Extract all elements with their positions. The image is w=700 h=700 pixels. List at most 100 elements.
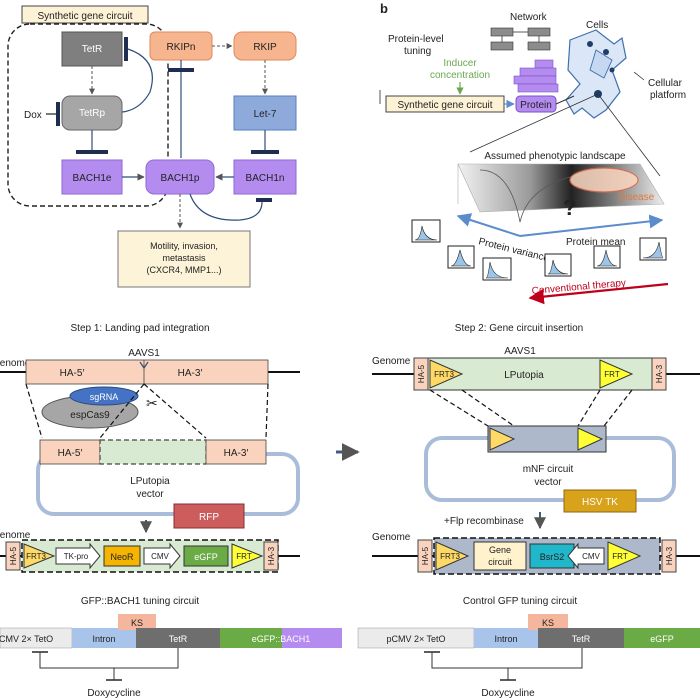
step1-vector-ha5-label: HA-5′	[58, 448, 83, 459]
circuit-boundary	[7, 23, 169, 207]
dox-repressor-bar	[56, 102, 60, 126]
step2-construct-ha5-label: HA-5	[421, 546, 430, 565]
question-mark: ?	[563, 195, 576, 220]
cellular-platform-line-2: platform	[650, 90, 686, 101]
node-tetrp-label: TetRp	[79, 108, 106, 119]
landscape-title: Assumed phenotypic landscape	[484, 151, 626, 162]
node-rkipn-label: RKIPn	[167, 42, 196, 53]
step2-construct-frt	[607, 541, 642, 571]
tuning-left-tetr-label: TetR	[169, 634, 188, 644]
disease-label: Disease	[618, 192, 655, 203]
step2-frt-label: FRT	[604, 370, 620, 379]
sgrna-label: sgRNA	[90, 392, 119, 402]
distribution-inset-2	[447, 245, 475, 269]
distribution-inset-4	[544, 253, 572, 277]
synthetic-circuit-label: Synthetic gene circuit	[397, 100, 492, 111]
let7-repressor-bar	[251, 150, 279, 154]
cas9-label: espCas9	[70, 410, 110, 421]
zoom-line-left	[469, 93, 599, 153]
tuning-left-title: GFP::BACH1 tuning circuit	[81, 596, 200, 607]
protein-stack-icon	[513, 59, 559, 93]
step2-ha3-label: HA-3	[655, 364, 664, 383]
step1-dash-2	[99, 383, 145, 439]
hsvtk-marker	[563, 489, 637, 513]
network-label: Network	[510, 12, 548, 23]
outcome-line-1: Motility, invasion,	[150, 241, 218, 251]
step2-title: Step 2: Gene circuit insertion	[455, 323, 583, 334]
node-bach1n	[233, 159, 297, 195]
step2-frt3	[429, 359, 464, 389]
protein-tuning-line-2: tuning	[404, 46, 431, 57]
step1-vector-ha5	[39, 439, 101, 465]
node-let7	[233, 95, 297, 131]
step2-construct-gene-circuit	[473, 541, 527, 571]
sgrna-blob	[69, 386, 139, 406]
step2-dash-4	[603, 389, 633, 427]
node-bach1n-label: BACH1n	[246, 173, 285, 184]
step1-vector-line-2: vector	[136, 489, 164, 500]
tuning-left-dox-label: Doxycycline	[87, 688, 141, 699]
tuning-left-feedback-line	[39, 648, 179, 669]
tuning-right-ks-label: KS	[542, 618, 554, 628]
tuning-left-pcmv-label: pCMV 2× TetO	[0, 634, 53, 644]
tuning-right-dox-label: Doxycycline	[481, 688, 535, 699]
tetr-to-tetrp-link	[121, 48, 153, 113]
step2-lputopia-label: LPutopia	[504, 370, 544, 381]
tuning-right-intron-label: Intron	[494, 634, 517, 644]
tuning-left-tetr	[136, 628, 220, 648]
distribution-inset-6	[639, 237, 667, 261]
step2-vector-frt	[577, 427, 604, 451]
inducer-line-2: concentration	[430, 70, 490, 81]
step2-construct-ha3-label: HA-3	[665, 546, 674, 565]
step1-vector-payload	[99, 439, 207, 465]
step1-construct-tkpro	[55, 542, 101, 570]
step-2: Step 2: Gene circuit insertion Genome AA…	[372, 323, 700, 575]
step2-construct-gene-line-1: Gene	[489, 545, 511, 555]
step1-construct-ha3-label: HA-3	[267, 546, 276, 565]
step2-dash-1	[429, 389, 489, 427]
node-bach1p-label: BACH1p	[161, 173, 200, 184]
step2-construct-ha5	[417, 539, 433, 573]
step2-construct-genome-label: Genome	[372, 532, 411, 543]
outcome-line-2: metastasis	[162, 253, 206, 263]
step2-vector-line-1: mNF circuit	[523, 464, 574, 475]
protein-tuning-line-1: Protein-level	[388, 34, 444, 45]
step1-construct-cmv-label: CMV	[151, 552, 169, 561]
tuning-right-tetr-label: TetR	[572, 634, 591, 644]
circuit-title-box	[21, 5, 149, 24]
tuning-left-bach1-segment	[282, 628, 342, 648]
step2-construct-cmv-label: CMV	[582, 552, 600, 561]
tuning-circuit-right: Control GFP tuning circuit pCMV 2× TetO …	[357, 596, 700, 699]
step1-construct-neor-label: NeoR	[110, 552, 134, 562]
step2-vector-line-2: vector	[534, 477, 562, 488]
step2-construct-frt3-label: FRT3	[440, 552, 460, 561]
step1-construct-frt3	[23, 543, 56, 569]
step2-construct-cmv	[567, 542, 605, 570]
step1-construct-ha5	[5, 541, 21, 571]
variance-axis-arrow	[456, 213, 521, 237]
step2-ha3	[651, 357, 667, 391]
tuning-right-intron	[474, 628, 538, 648]
step2-dash-2	[461, 389, 515, 427]
protein-mean-label: Protein mean	[566, 237, 625, 248]
scissors-icon: ✂	[146, 395, 158, 411]
node-let7-label: Let-7	[254, 109, 277, 120]
step2-construct-bsrs2-label: BsrS2	[540, 552, 565, 562]
step2-construct-bsrs2	[529, 543, 575, 569]
flp-label: +Flp recombinase	[444, 516, 524, 527]
step1-construct-tkpro-label: TK-pro	[64, 552, 89, 561]
step1-genome-label: Genome	[0, 358, 31, 369]
step1-construct-frt	[231, 543, 264, 569]
tuning-right-egfp-label: eGFP	[650, 634, 674, 644]
tuning-left-ks	[118, 614, 156, 630]
step1-vector-ha3	[205, 439, 267, 465]
zoom-line-right	[597, 93, 661, 177]
node-bach1e-label: BACH1e	[73, 173, 112, 184]
tuning-right-title: Control GFP tuning circuit	[463, 596, 578, 607]
bach1n-repressor-bar	[256, 198, 272, 202]
cells-label: Cells	[586, 20, 608, 31]
step2-genome-label: Genome	[372, 356, 411, 367]
conventional-therapy-arrow	[528, 282, 669, 305]
step2-vector-frt3	[489, 427, 516, 451]
